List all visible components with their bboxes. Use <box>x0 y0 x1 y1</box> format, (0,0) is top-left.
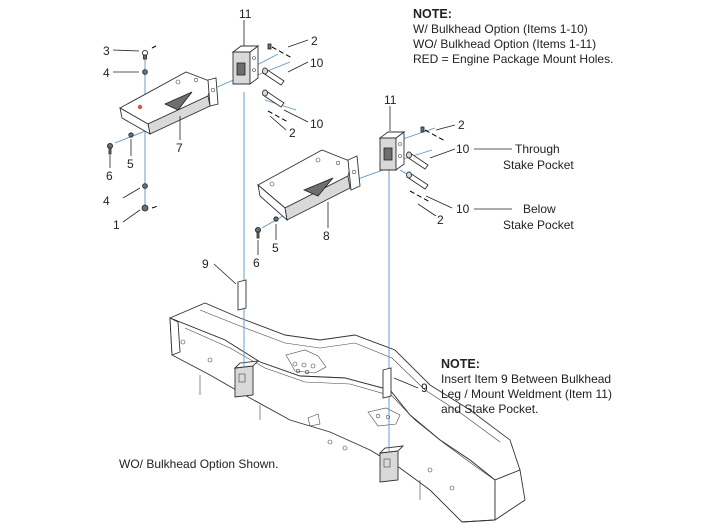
label-below: Below <box>523 202 556 216</box>
stake-pocket-right <box>378 445 405 483</box>
note-line: WO/ Bulkhead Option (Items 1-11) <box>413 37 597 51</box>
mount-bracket-item-7 <box>119 71 219 135</box>
spacer-item-9-left <box>237 279 247 311</box>
callout-6-left: 6 <box>106 169 113 183</box>
washer-item-4-top <box>142 69 148 75</box>
mount-weldment-left-item-11 <box>231 45 260 85</box>
note-line: Leg / Mount Weldment (Item 11) <box>441 387 612 401</box>
note-bulkhead-options: NOTE: W/ Bulkhead Option (Items 1-10) WO… <box>413 7 698 67</box>
leader-lines <box>109 20 512 389</box>
callout-2-d: 2 <box>437 213 444 227</box>
callout-4-bottom: 4 <box>103 194 110 208</box>
callout-3: 3 <box>103 44 110 58</box>
callout-2-a: 2 <box>311 34 318 48</box>
note-insert-item-9: NOTE: Insert Item 9 Between Bulkhead Leg… <box>441 357 686 417</box>
callout-9-right: 9 <box>421 381 428 395</box>
chassis-frame <box>168 302 526 523</box>
callout-4-top: 4 <box>103 66 110 80</box>
bolt-stack-left <box>107 45 159 212</box>
label-through-stake-pocket: Stake Pocket <box>503 158 574 172</box>
bolt-stack-center <box>254 216 279 239</box>
washer-item-5-center <box>273 216 279 222</box>
note-line: Insert Item 9 Between Bulkhead <box>441 372 612 386</box>
assembly-axis-lines <box>114 53 436 452</box>
label-through: Through <box>515 142 560 156</box>
callout-8: 8 <box>323 229 330 243</box>
spacer-item-9-right <box>382 367 392 399</box>
callout-11-left: 11 <box>239 7 252 21</box>
callout-6-center: 6 <box>253 256 260 270</box>
callout-5-left: 5 <box>127 157 134 171</box>
stake-pocket-left <box>233 360 260 398</box>
fasteners-item-2 <box>267 43 446 203</box>
callout-9-left: 9 <box>202 257 209 271</box>
pins-item-10 <box>262 67 429 190</box>
mount-hole-red <box>137 104 143 110</box>
callout-5-center: 5 <box>272 241 279 255</box>
nut-item-1 <box>141 204 149 212</box>
callout-2-b: 2 <box>289 126 296 140</box>
washer-item-5 <box>128 132 134 138</box>
washer-item-4-bottom <box>142 183 148 189</box>
note-line: W/ Bulkhead Option (Items 1-10) <box>413 22 588 36</box>
callout-2-c: 2 <box>458 118 465 132</box>
note-heading: NOTE: <box>413 7 452 21</box>
figure-caption: WO/ Bulkhead Option Shown. <box>119 457 279 471</box>
callout-11-right: 11 <box>384 93 397 107</box>
callout-10-b: 10 <box>310 117 324 131</box>
label-below-stake-pocket: Stake Pocket <box>503 218 574 232</box>
note-line: and Stake Pocket. <box>441 402 539 416</box>
callout-7: 7 <box>176 141 183 155</box>
mount-weldment-right-item-11 <box>378 131 406 171</box>
callout-10-c: 10 <box>456 142 470 156</box>
callout-10-a: 10 <box>310 56 324 70</box>
note-line: RED = Engine Package Mount Holes. <box>413 52 614 66</box>
mount-bracket-item-8 <box>257 149 361 222</box>
note-heading: NOTE: <box>441 357 480 371</box>
callout-1: 1 <box>113 218 120 232</box>
callout-10-d: 10 <box>456 202 470 216</box>
callout-numbers: 11 11 3 4 4 1 6 5 7 8 5 6 9 9 2 10 10 2 … <box>103 7 574 395</box>
